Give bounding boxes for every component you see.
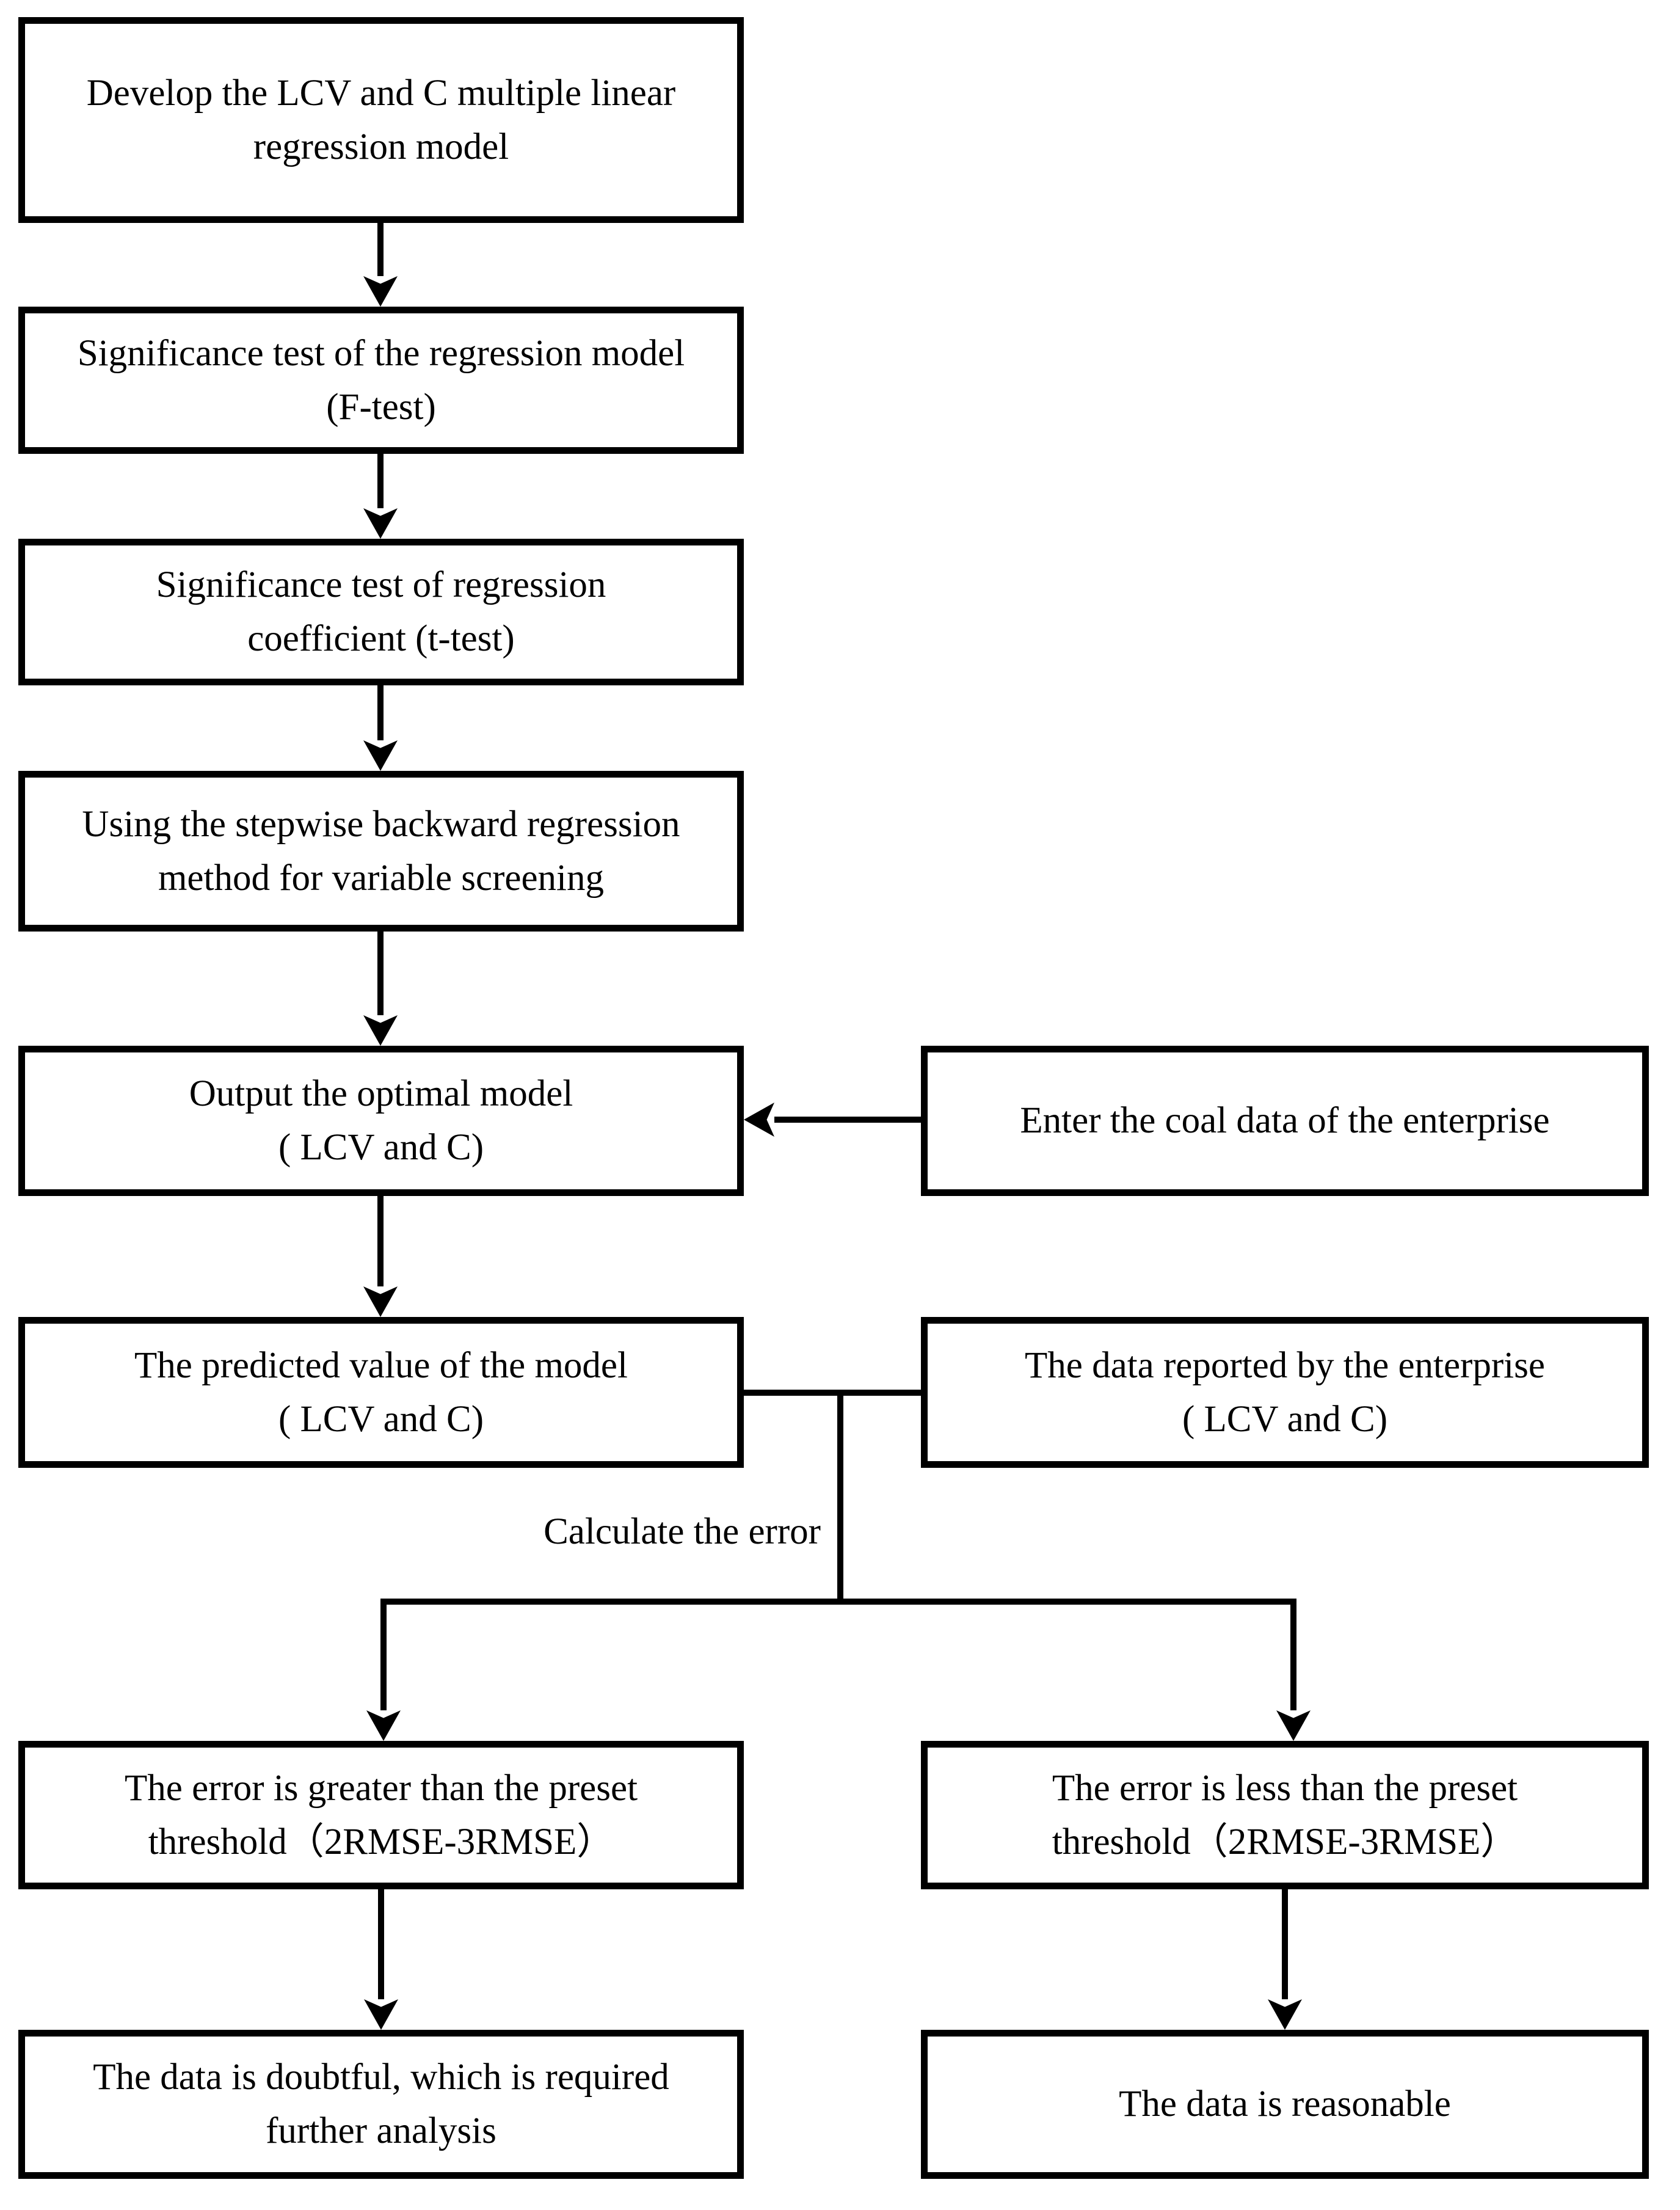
box-stepwise-screening-label: Using the stepwise backward regression m… (82, 803, 680, 899)
arrowhead-down-icon (363, 276, 398, 307)
box-enter-coal-data: Enter the coal data of the enterprise (921, 1046, 1649, 1196)
arrowhead-down-icon (366, 1710, 401, 1741)
box-predicted-value-label: The predicted value of the model ( LCV a… (134, 1344, 628, 1440)
arrow-stem (377, 685, 384, 740)
arrow-branch-to-error-greater (366, 1599, 401, 1741)
arrow-stem (1282, 1889, 1288, 1999)
arrowhead-down-icon (364, 1999, 398, 2030)
calculate-error-label: Calculate the error (544, 1511, 821, 1552)
arrow-greater-to-doubtful (364, 1889, 398, 2030)
box-t-test: Significance test of regression coeffici… (18, 539, 744, 685)
arrow-ftest-to-ttest (363, 454, 398, 539)
box-t-test-label: Significance test of regression coeffici… (156, 564, 606, 659)
box-data-reasonable-label: The data is reasonable (1119, 2084, 1451, 2124)
arrowhead-down-icon (363, 1286, 398, 1317)
arrow-stem (1290, 1599, 1296, 1710)
connector-branch-split (380, 1599, 1296, 1605)
arrow-stem (377, 454, 384, 508)
box-reported-data: The data reported by the enterprise ( LC… (921, 1317, 1649, 1468)
box-data-reasonable: The data is reasonable (921, 2030, 1649, 2179)
arrowhead-down-icon (363, 1015, 398, 1046)
arrow-output-to-predicted (363, 1196, 398, 1317)
arrow-stem (380, 1599, 387, 1710)
arrowhead-down-icon (363, 740, 398, 771)
arrowhead-down-icon (1268, 1999, 1302, 2030)
arrowhead-left-icon (744, 1103, 774, 1137)
arrowhead-down-icon (363, 508, 398, 539)
box-develop-model: Develop the LCV and C multiple linear re… (18, 17, 744, 223)
box-stepwise-screening: Using the stepwise backward regression m… (18, 771, 744, 932)
box-data-doubtful-label: The data is doubtful, which is required … (93, 2057, 669, 2151)
box-develop-model-label: Develop the LCV and C multiple linear re… (86, 72, 676, 167)
box-error-less-label: The error is less than the preset thresh… (1052, 1767, 1518, 1862)
arrow-stem (377, 1196, 384, 1286)
box-predicted-value: The predicted value of the model ( LCV a… (18, 1317, 744, 1468)
connector-error-drop (837, 1390, 843, 1605)
arrow-stem (378, 1889, 384, 1999)
arrow-less-to-reasonable (1268, 1889, 1302, 2030)
arrow-stem (377, 223, 384, 276)
arrow-ttest-to-stepwise (363, 685, 398, 771)
box-reported-data-label: The data reported by the enterprise ( LC… (1025, 1344, 1545, 1440)
connector-predicted-reported (744, 1390, 921, 1396)
box-f-test-label: Significance test of the regression mode… (77, 332, 685, 428)
box-f-test: Significance test of the regression mode… (18, 307, 744, 454)
box-error-greater-label: The error is greater than the preset thr… (124, 1767, 638, 1862)
box-error-greater: The error is greater than the preset thr… (18, 1741, 744, 1889)
arrow-stem (377, 932, 384, 1015)
arrow-branch-to-error-less (1276, 1599, 1311, 1741)
box-output-optimal-model: Output the optimal model ( LCV and C) (18, 1046, 744, 1196)
arrow-stem (774, 1117, 921, 1123)
box-output-optimal-model-label: Output the optimal model ( LCV and C) (189, 1073, 573, 1168)
box-error-less: The error is less than the preset thresh… (921, 1741, 1649, 1889)
arrow-enterdata-to-output (744, 1103, 921, 1137)
box-data-doubtful: The data is doubtful, which is required … (18, 2030, 744, 2179)
arrowhead-down-icon (1276, 1710, 1311, 1741)
arrow-develop-to-ftest (363, 223, 398, 307)
arrow-stepwise-to-output (363, 932, 398, 1046)
box-enter-coal-data-label: Enter the coal data of the enterprise (1020, 1100, 1550, 1141)
